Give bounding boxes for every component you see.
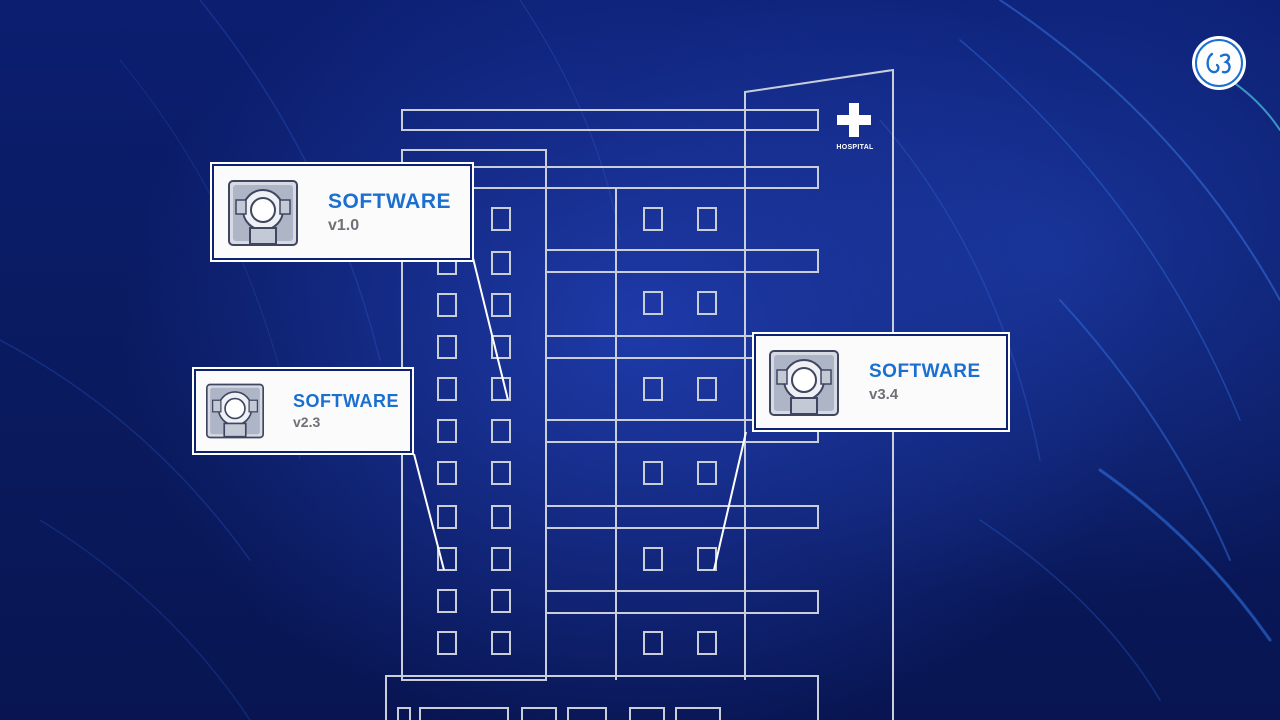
- hospital-label: HOSPITAL: [836, 144, 874, 151]
- mri-scanner-icon: [769, 350, 839, 416]
- medical-cross-icon: [837, 103, 871, 137]
- callout-version: v3.4: [869, 386, 899, 403]
- callout-title: SOFTWARE: [869, 361, 981, 382]
- ge-monogram-logo: [1192, 36, 1246, 90]
- mri-scanner-icon: [228, 180, 298, 246]
- callout-title: SOFTWARE: [293, 391, 399, 411]
- mri-scanner-icon: [206, 383, 264, 439]
- software-callout-v2: SOFTWARE v2.3: [196, 371, 410, 451]
- software-callout-v3: SOFTWARE v3.4: [756, 336, 1006, 428]
- software-callout-v1: SOFTWARE v1.0: [214, 166, 470, 258]
- callout-version: v1.0: [328, 217, 360, 234]
- callout-version: v2.3: [293, 414, 321, 430]
- callout-title: SOFTWARE: [328, 190, 451, 213]
